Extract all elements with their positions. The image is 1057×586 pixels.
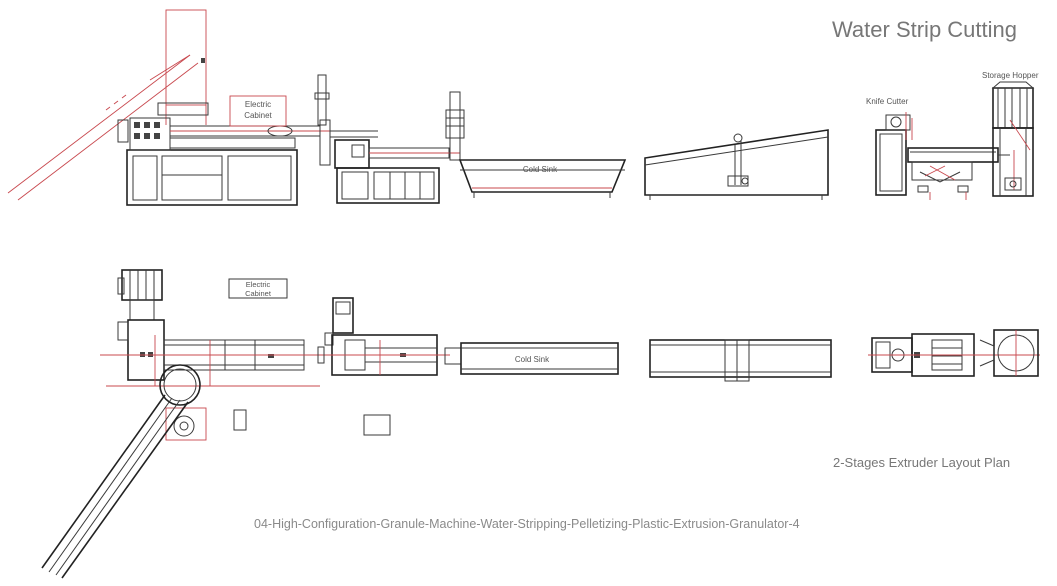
plan-conveyor	[649, 339, 832, 382]
plan-small-box-2	[363, 414, 391, 436]
knife-cutter-label: Knife Cutter	[866, 97, 909, 106]
plan-cabinet-label-line1: Electric	[246, 280, 271, 289]
elevation-extruder-2	[314, 74, 460, 204]
elevation-die-head	[445, 91, 465, 161]
elevation-storage-hopper: Storage Hopper	[982, 71, 1039, 197]
plan-title: 2-Stages Extruder Layout Plan	[833, 455, 1011, 470]
cabinet-label-line1: Electric	[245, 100, 271, 109]
plan-small-box-1	[233, 409, 247, 431]
cold-sink-label-plan: Cold Sink	[515, 355, 550, 364]
elevation-feeder	[7, 9, 209, 201]
plan-extruder-1	[100, 269, 320, 387]
drawing-caption: 04-High-Configuration-Granule-Machine-Wa…	[254, 517, 800, 531]
plan-cabinet-label-line2: Cabinet	[245, 289, 272, 298]
plan-cutter-and-hopper	[868, 329, 1040, 377]
cabinet-label-line2: Cabinet	[244, 111, 272, 120]
storage-hopper-label: Storage Hopper	[982, 71, 1039, 80]
elevation-conveyor	[644, 129, 829, 200]
elevation-knife-cutter: Knife Cutter	[866, 97, 1010, 200]
cold-sink-label-elevation: Cold Sink	[523, 165, 558, 174]
section-title: Water Strip Cutting	[831, 17, 1017, 42]
elevation-cold-sink: Cold Sink	[458, 159, 627, 198]
elevation-extruder-1	[117, 117, 330, 206]
plan-cold-sink: Cold Sink	[444, 342, 619, 375]
plan-extruder-2	[317, 297, 450, 376]
plan-view: Electric Cabinet Cold Sink	[41, 269, 1040, 579]
elevation-electric-cabinet: Electric Cabinet	[229, 95, 287, 127]
plan-feeder	[41, 364, 207, 579]
plan-electric-cabinet: Electric Cabinet	[228, 278, 288, 299]
elevation-view: Electric Cabinet	[7, 9, 1039, 206]
